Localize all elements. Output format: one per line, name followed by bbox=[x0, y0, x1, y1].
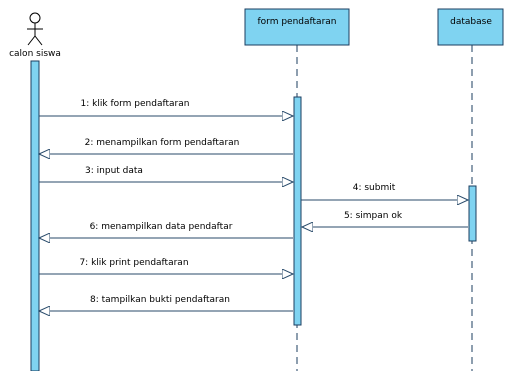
lifeline-box-form-pendaftaran bbox=[244, 8, 350, 46]
message-label-1: 1: klik form pendaftaran bbox=[81, 99, 190, 109]
message-label-3: 3: input data bbox=[85, 166, 143, 176]
actor-leg-right bbox=[34, 35, 43, 46]
message-label-6: 6: menampilkan data pendaftar bbox=[90, 222, 233, 232]
message-label-5: 5: simpan ok bbox=[344, 211, 403, 221]
message-7: 7: klik print pendaftaran bbox=[39, 258, 293, 274]
activation-calon-siswa bbox=[30, 60, 40, 371]
message-5: 5: simpan ok bbox=[302, 211, 468, 227]
message-label-4: 4: submit bbox=[353, 183, 396, 193]
actor-leg-left bbox=[27, 35, 36, 46]
activation-form-pendaftaran bbox=[293, 96, 302, 326]
actor-label: calon siswa bbox=[9, 49, 61, 59]
message-8: 8: tampilkan bukti pendaftaran bbox=[39, 295, 293, 311]
activation-database bbox=[468, 185, 477, 242]
message-6: 6: menampilkan data pendaftar bbox=[39, 222, 293, 238]
message-label-2: 2: menampilkan form pendaftaran bbox=[85, 138, 240, 148]
message-4: 4: submit bbox=[301, 183, 468, 200]
lifeline-form-pendaftaran: form pendaftaran bbox=[244, 8, 350, 371]
message-1: 1: klik form pendaftaran bbox=[39, 99, 293, 116]
actor-calon-siswa: calon siswa bbox=[9, 12, 61, 59]
lifeline-box-database bbox=[437, 8, 504, 46]
message-label-7: 7: klik print pendaftaran bbox=[79, 258, 188, 268]
lifeline-label-form-pendaftaran: form pendaftaran bbox=[257, 17, 336, 27]
message-label-8: 8: tampilkan bukti pendaftaran bbox=[90, 295, 230, 305]
message-3: 3: input data bbox=[39, 166, 293, 182]
actor-head bbox=[29, 12, 41, 24]
message-2: 2: menampilkan form pendaftaran bbox=[39, 138, 293, 154]
lifeline-label-database: database bbox=[450, 17, 492, 27]
